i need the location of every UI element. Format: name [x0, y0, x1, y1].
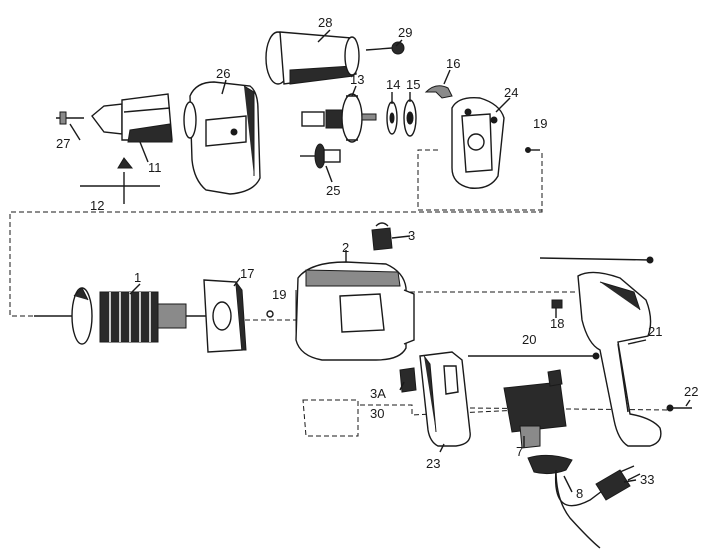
- label-part-14: 14: [386, 77, 400, 92]
- part-number-labels: 28 29 26 13 14 15 16 24 19 27 11 12 25 3…: [56, 15, 698, 501]
- leader-lines: [69, 29, 691, 493]
- part-3-brush-holder: [371, 222, 393, 251]
- label-part-24: 24: [504, 85, 518, 100]
- label-part-13: 13: [350, 72, 364, 87]
- label-part-19-top: 19: [533, 116, 547, 131]
- label-part-8: 8: [576, 486, 583, 501]
- label-part-12: 12: [90, 198, 104, 213]
- label-part-1: 1: [134, 270, 141, 285]
- label-part-3: 3: [408, 228, 415, 243]
- part-29-screw: [365, 41, 405, 55]
- part-23-handle-half: [419, 351, 471, 447]
- label-part-22: 22: [684, 384, 698, 399]
- label-part-21: 21: [648, 324, 662, 339]
- part-11-chuck: [91, 93, 173, 169]
- part-7-switch: [503, 369, 567, 449]
- part-15-gear: [403, 99, 417, 137]
- part-24-bearing-plate: [451, 97, 505, 189]
- part-25-pinion-gear: [300, 143, 341, 169]
- part-26-gear-case: [183, 81, 261, 195]
- label-part-26: 26: [216, 66, 230, 81]
- label-part-19-mid: 19: [272, 287, 286, 302]
- part-14-washer: [386, 101, 398, 135]
- label-part-33: 33: [640, 472, 654, 487]
- label-part-11: 11: [148, 160, 162, 175]
- label-part-23: 23: [426, 456, 440, 471]
- part-20-long-screw: [468, 352, 600, 360]
- part-28-side-handle: [265, 31, 360, 85]
- part-21-handle-half: [539, 256, 662, 447]
- part-3a-brush: [399, 367, 417, 393]
- dashed-assembly-lines: [9, 149, 671, 437]
- part-19-screw-top: [525, 147, 540, 153]
- label-part-16: 16: [446, 56, 460, 71]
- part-12-chuck-key-alt: [80, 172, 160, 204]
- label-part-3a: 3A: [370, 386, 386, 401]
- label-part-17: 17: [240, 266, 254, 281]
- label-part-20: 20: [522, 332, 536, 347]
- label-part-15: 15: [406, 77, 420, 92]
- label-part-7: 7: [516, 444, 523, 459]
- label-part-27: 27: [56, 136, 70, 151]
- part-17-baffle: [203, 279, 247, 353]
- part-16-clip: [424, 85, 453, 99]
- part-33-plug: [595, 465, 641, 501]
- part-13-spindle-gear: [301, 93, 377, 143]
- part-8-cord: [527, 454, 607, 549]
- part-22-screw: [666, 404, 692, 412]
- part-18-screw: [551, 299, 563, 309]
- label-part-25: 25: [326, 183, 340, 198]
- label-part-18: 18: [550, 316, 564, 331]
- part-27-chuck-key: [56, 111, 84, 125]
- label-part-2: 2: [342, 240, 349, 255]
- label-part-28: 28: [318, 15, 332, 30]
- label-part-30: 30: [370, 406, 384, 421]
- part-19-screw-mid: [266, 310, 274, 318]
- part-1-armature: [34, 287, 212, 345]
- label-part-29: 29: [398, 25, 412, 40]
- part-2-motor-housing: [295, 261, 415, 361]
